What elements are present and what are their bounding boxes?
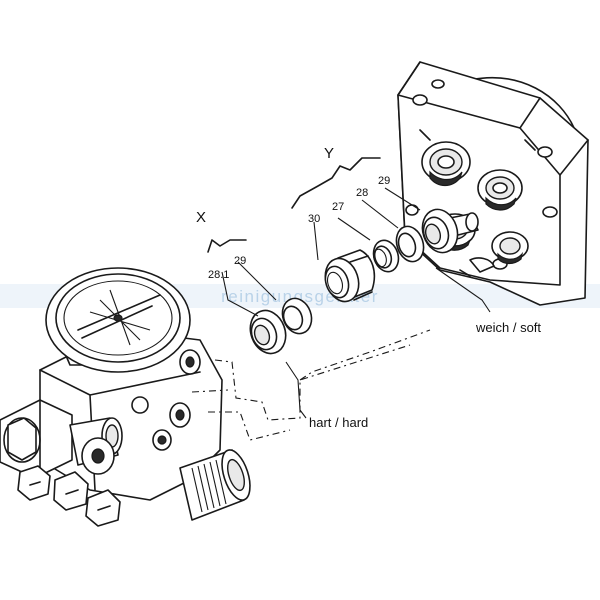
seal-ring-27 bbox=[372, 239, 400, 273]
label-part-28: 28 bbox=[356, 187, 368, 199]
label-group-x: X bbox=[196, 209, 206, 226]
label-part-28-1: 28.1 bbox=[208, 269, 229, 281]
seal-sleeve-30 bbox=[324, 249, 376, 303]
pump-head bbox=[397, 61, 589, 306]
seal-group-y bbox=[324, 208, 459, 303]
assembly-center-lines bbox=[191, 329, 431, 441]
seal-ring-29-y bbox=[421, 208, 459, 254]
manifold-assembly bbox=[0, 329, 251, 527]
pressure-gauge bbox=[45, 267, 191, 373]
seal-ring-28 bbox=[395, 225, 425, 263]
label-group-y: Y bbox=[324, 145, 334, 162]
label-part-29-x: 29 bbox=[234, 255, 246, 267]
seal-group-x bbox=[249, 297, 313, 355]
label-part-27: 27 bbox=[332, 201, 344, 213]
label-soft: weich / soft bbox=[475, 320, 541, 335]
leader-lines bbox=[207, 157, 491, 419]
seal-ring-29-x bbox=[281, 297, 313, 335]
label-hard: hart / hard bbox=[309, 415, 368, 430]
label-part-30: 30 bbox=[308, 213, 320, 225]
label-part-29-y: 29 bbox=[378, 175, 390, 187]
part-labels: X Y 28.1 29 30 27 28 29 hart / hard weic… bbox=[196, 145, 541, 430]
seal-ring-28-1 bbox=[249, 309, 287, 355]
